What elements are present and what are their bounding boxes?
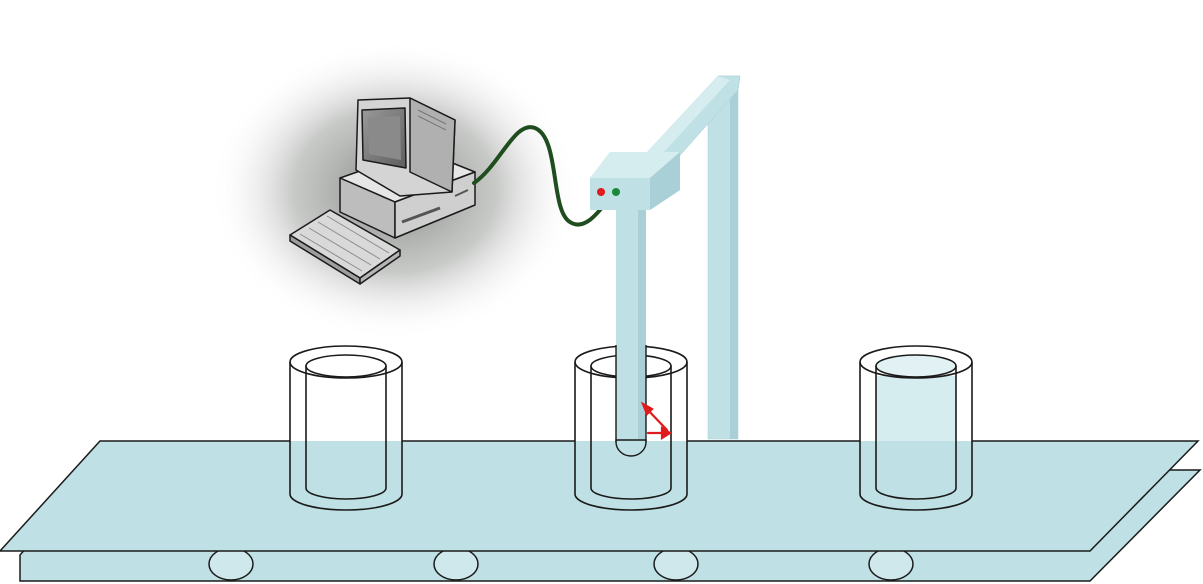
signal-reflection-icon [640,401,673,440]
level-sensor-icon [590,152,680,210]
container-empty [289,345,403,511]
desktop-computer-icon [289,97,476,285]
status-led-green [612,188,620,196]
conveyor-rollers [208,547,914,581]
container-filled [859,345,973,511]
data-cable [472,125,610,227]
computer-group [210,40,580,340]
status-led-red [597,188,605,196]
sensor-probe [615,210,647,457]
